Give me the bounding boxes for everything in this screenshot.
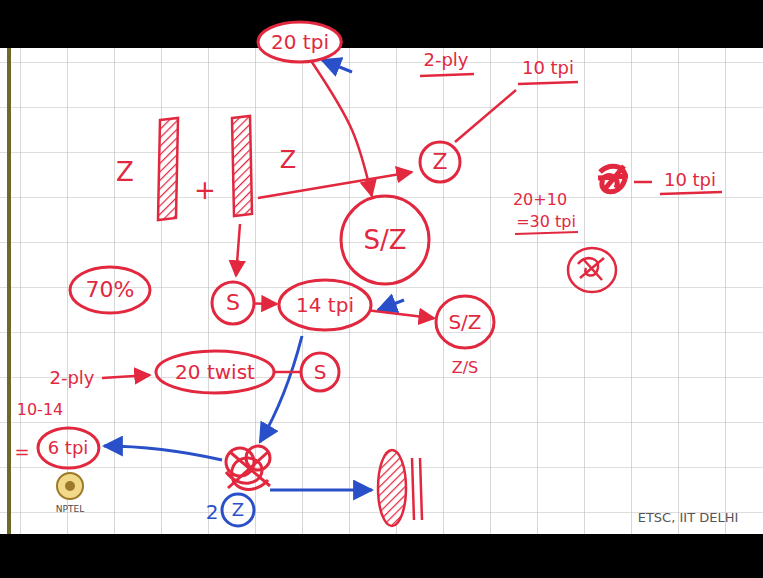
note-text-wrap: S	[226, 291, 240, 315]
circled-note: S	[299, 351, 341, 393]
circle-outline-shape	[420, 142, 460, 182]
note-text-wrap: S/Z	[363, 226, 406, 255]
circle-outline-shape	[38, 428, 99, 468]
connector	[254, 302, 277, 305]
note-text: 14 tpi	[296, 294, 354, 316]
scribble	[578, 258, 604, 280]
arrow	[102, 375, 150, 378]
circled-note: S	[210, 280, 256, 326]
note-text-wrap: 14 tpi	[296, 294, 354, 316]
circled-scribble	[568, 248, 616, 292]
circle-outline-shape	[222, 494, 254, 526]
note-text: 20 twist	[175, 361, 255, 383]
arrow	[236, 224, 240, 276]
top-band	[0, 0, 763, 48]
circle-outline-shape	[212, 282, 254, 324]
circled-note: 20 tpi	[256, 20, 343, 64]
circled-note: 6 tpi	[36, 426, 101, 470]
circle-outline-shape	[156, 351, 274, 393]
note-text: S	[226, 291, 240, 315]
handwritten-label: Z	[280, 147, 296, 173]
underline	[518, 82, 578, 84]
note-text: S/Z	[448, 311, 481, 333]
underline	[420, 74, 474, 76]
handwritten-label: =30 tpi	[516, 213, 576, 231]
note-text-wrap: S	[314, 361, 327, 383]
handwritten-label: 20+10	[513, 191, 567, 209]
blue-arrow	[270, 489, 372, 492]
note-text: 70%	[86, 278, 135, 302]
scribble	[598, 166, 628, 192]
circled-note: Z	[418, 140, 462, 184]
handwritten-label: 2-ply	[49, 368, 94, 388]
circle-outline-shape	[341, 196, 429, 284]
circle-outline-shape	[301, 353, 339, 391]
note-text-wrap: 20 tpi	[271, 31, 329, 53]
note-text-wrap: 20 twist	[175, 361, 255, 383]
handwritten-label: +	[194, 176, 216, 205]
note-text-wrap: S/Z	[448, 311, 481, 333]
note-text: 6 tpi	[48, 438, 89, 458]
circled-note: 20 twist	[154, 349, 276, 395]
circle-outline-shape	[279, 280, 371, 330]
bottom-band	[0, 534, 763, 578]
plied-yarn-tangle	[226, 446, 270, 489]
circle-outline-shape	[436, 296, 494, 348]
handwritten-label: 10 tpi	[522, 58, 574, 78]
note-text-wrap: Z	[232, 500, 244, 520]
handwritten-label: =	[14, 442, 29, 462]
note-text-wrap: 6 tpi	[48, 438, 89, 458]
connector	[370, 310, 434, 318]
yarn-bar	[158, 118, 178, 220]
yarn-bar	[232, 116, 252, 216]
circled-note: S/Z	[434, 294, 496, 350]
connector	[274, 371, 301, 374]
handwritten-label: Z	[116, 158, 134, 187]
watermark: NPTEL	[56, 505, 84, 515]
dash	[634, 181, 652, 184]
handwritten-label: 2-ply	[423, 50, 468, 70]
blue-arrow	[322, 60, 352, 72]
circled-note: S/Z	[339, 194, 431, 286]
handwritten-label: 10 tpi	[664, 170, 716, 190]
blue-arrow	[104, 446, 222, 460]
note-text: S/Z	[363, 226, 406, 255]
arrow	[258, 172, 412, 198]
note-text: Z	[432, 150, 447, 174]
handwritten-label: Z/S	[452, 359, 479, 377]
yarn-line	[420, 458, 422, 520]
underline	[660, 192, 722, 194]
handwritten-label: 2	[206, 501, 219, 523]
note-text: S	[314, 361, 327, 383]
circle-outline-shape	[258, 22, 341, 62]
circled-note: 14 tpi	[277, 278, 373, 332]
yarn-line	[412, 458, 414, 520]
blue-arrow	[378, 300, 404, 310]
yarn-sketch	[378, 450, 406, 526]
note-text: 20 tpi	[271, 31, 329, 53]
note-text: Z	[232, 500, 244, 520]
leader-line	[455, 90, 516, 142]
board-edge	[7, 48, 11, 534]
watermark: ETSC, IIT DELHI	[638, 511, 739, 525]
underline	[515, 232, 578, 234]
logo	[57, 473, 83, 499]
handwritten-label: 10-14	[17, 401, 64, 419]
connector	[311, 61, 371, 196]
note-text-wrap: 70%	[86, 278, 135, 302]
circle-outline-shape	[70, 267, 150, 313]
blue-arrow	[260, 336, 302, 442]
circled-note: 70%	[68, 265, 152, 315]
circled-note: Z	[220, 492, 256, 528]
note-text-wrap: Z	[432, 150, 447, 174]
